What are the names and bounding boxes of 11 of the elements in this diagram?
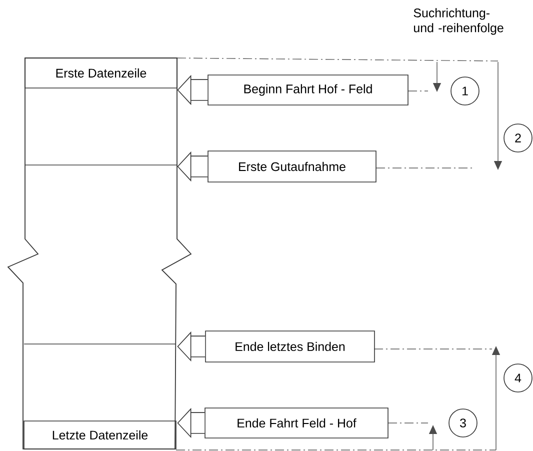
event-box: Erste Gutaufnahme <box>208 150 376 182</box>
step-number: 2 <box>504 124 532 152</box>
data-row: Letzte Datenzeile <box>24 420 176 450</box>
step-number: 4 <box>504 364 532 392</box>
step-number: 3 <box>448 408 478 438</box>
event-box: Ende letztes Binden <box>205 330 375 362</box>
event-box: Beginn Fahrt Hof - Feld <box>208 74 408 106</box>
heading: Suchrichtung- und -reihenfolge <box>414 8 504 35</box>
event-box: Ende Fahrt Feld - Hof <box>204 408 388 438</box>
step-number: 1 <box>450 76 480 106</box>
data-row: Erste Datenzeile <box>24 58 178 88</box>
